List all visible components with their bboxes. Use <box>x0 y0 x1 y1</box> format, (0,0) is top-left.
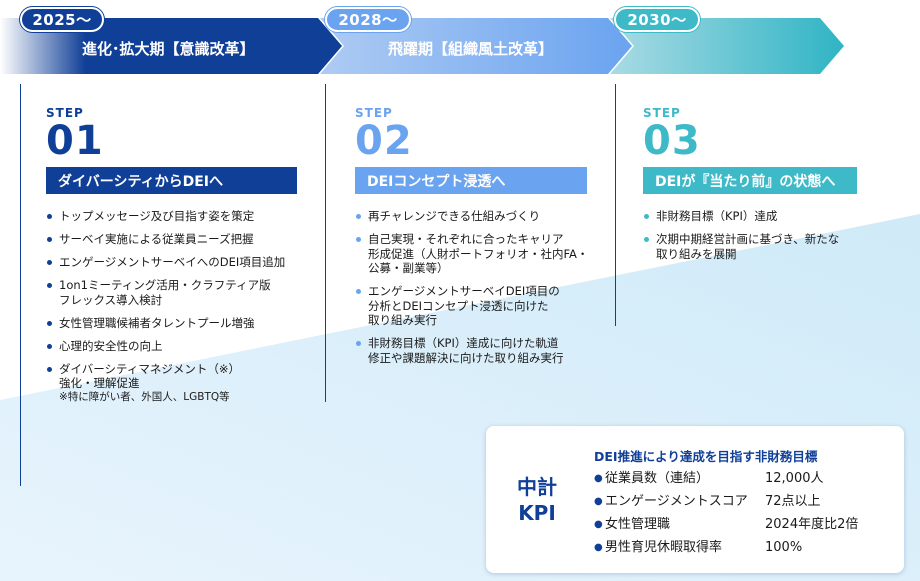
year-badge-2030: 2030～ <box>614 7 700 32</box>
kpi-card: 中計 KPI DEI推進により達成を目指す非財務目標 ● 従業員数（連結） 12… <box>486 426 904 573</box>
step-2-headline: DEIコンセプト浸透へ <box>355 167 587 194</box>
bullet-dot-icon <box>47 237 52 242</box>
bullet-text: 心理的安全性の向上 <box>59 338 163 353</box>
list-item: 再チャレンジできる仕組みづくり <box>356 209 606 224</box>
step-1-headline: ダイバーシティからDEIへ <box>46 167 297 194</box>
kpi-row: ● 男性育児休暇取得率 100% <box>594 536 894 559</box>
bullet-dot-icon <box>644 214 649 219</box>
bullet-text: エンゲージメントサーベイDEI項目の 分析とDEIコンセプト浸透に向けた 取り組… <box>368 284 560 327</box>
bullet-text: 女性管理職候補者タレントプール増強 <box>59 315 255 330</box>
kpi-value: 12,000人 <box>765 471 824 486</box>
bullet-dot-icon <box>356 341 361 346</box>
list-item: 自己実現・それぞれに合ったキャリア 形成促進（人財ポートフォリオ・社内FA・ 公… <box>356 232 606 276</box>
step-number: 03 <box>643 118 701 164</box>
phase-label-1: 進化･拡大期【意識改革】 <box>82 39 255 58</box>
kpi-key: 女性管理職 <box>605 517 671 532</box>
list-item: ダイバーシティマネジメント（※） 強化・理解促進※特に障がい者、外国人、LGBT… <box>47 362 317 404</box>
column-divider-1 <box>20 84 21 486</box>
bullet-dot-icon: ● <box>594 496 603 507</box>
list-item: 心理的安全性の向上 <box>47 339 317 354</box>
list-item: エンゲージメントサーベイDEI項目の 分析とDEIコンセプト浸透に向けた 取り組… <box>356 284 606 328</box>
bullet-dot-icon <box>47 283 52 288</box>
step-number: 01 <box>46 118 104 164</box>
bullet-dot-icon <box>644 237 649 242</box>
bullet-text: 1on1ミーティング活用・クラフティア版 フレックス導入検討 <box>59 278 271 307</box>
bullet-text: トップメッセージ及び目指す姿を策定 <box>59 209 255 223</box>
kpi-heading: DEI推進により達成を目指す非財務目標 <box>594 449 818 464</box>
bullet-dot-icon: ● <box>594 473 603 484</box>
list-item: トップメッセージ及び目指す姿を策定 <box>47 209 317 224</box>
bullet-text: 非財務目標（KPI）達成 <box>656 209 778 223</box>
kpi-row: ● エンゲージメントスコア 72点以上 <box>594 490 894 513</box>
list-item: 非財務目標（KPI）達成に向けた軌道 修正や課題解決に向けた取り組み実行 <box>356 336 606 365</box>
step-1-bullet-list: トップメッセージ及び目指す姿を策定サーベイ実施による従業員ニーズ把握エンゲージメ… <box>47 209 317 412</box>
step-label: STEP <box>46 106 84 120</box>
kpi-title-line-1: 中計 <box>517 475 557 499</box>
step-3-marker: STEP 03 <box>643 106 701 161</box>
list-item: サーベイ実施による従業員ニーズ把握 <box>47 232 317 247</box>
bullet-text: 非財務目標（KPI）達成に向けた軌道 修正や課題解決に向けた取り組み実行 <box>368 336 564 365</box>
bullet-dot-icon <box>47 343 52 349</box>
step-3-headline: DEIが『当たり前』の状態へ <box>643 167 857 194</box>
column-divider-2 <box>325 84 326 402</box>
timeline-arrow-band <box>0 18 844 74</box>
year-badge-2028: 2028～ <box>325 7 411 32</box>
step-1-marker: STEP 01 <box>46 106 104 161</box>
kpi-rows: ● 従業員数（連結） 12,000人 ● エンゲージメントスコア 72点以上 ●… <box>594 467 894 559</box>
list-item: 女性管理職候補者タレントプール増強 <box>47 316 317 331</box>
bullet-dot-icon <box>356 214 361 219</box>
phase-arrow-1 <box>0 18 342 74</box>
bullet-dot-icon: ● <box>594 519 603 530</box>
kpi-key: エンゲージメントスコア <box>605 494 748 509</box>
kpi-value: 2024年度比2倍 <box>765 517 859 532</box>
bullet-text: サーベイ実施による従業員ニーズ把握 <box>59 232 254 246</box>
kpi-title-line-2: KPI <box>518 501 556 525</box>
bullet-dot-icon <box>47 214 52 219</box>
bullet-text: エンゲージメントサーベイへのDEI項目追加 <box>59 255 286 269</box>
phase-arrow-2 <box>320 18 632 74</box>
step-label: STEP <box>643 106 681 120</box>
bullet-dot-icon <box>47 320 52 326</box>
step-2-marker: STEP 02 <box>355 106 413 161</box>
bullet-text: 自己実現・それぞれに合ったキャリア 形成促進（人財ポートフォリオ・社内FA・ 公… <box>368 232 589 275</box>
step-label: STEP <box>355 106 393 120</box>
bullet-dot-icon: ● <box>594 542 603 553</box>
phase-label-2: 飛躍期【組織風土改革】 <box>388 39 554 58</box>
kpi-row: ● 従業員数（連結） 12,000人 <box>594 467 894 490</box>
kpi-value: 100% <box>765 540 803 555</box>
kpi-key: 男性育児休暇取得率 <box>605 540 723 555</box>
bullet-footnote: ※特に障がい者、外国人、LGBTQ等 <box>59 390 230 403</box>
list-item: 1on1ミーティング活用・クラフティア版 フレックス導入検討 <box>47 278 317 307</box>
bullet-text: 次期中期経営計画に基づき、新たな 取り組みを展開 <box>656 232 840 261</box>
bullet-text: ダイバーシティマネジメント（※） 強化・理解促進 <box>59 361 240 391</box>
step-3-bullet-list: 非財務目標（KPI）達成次期中期経営計画に基づき、新たな 取り組みを展開 <box>644 209 894 270</box>
year-badge-2025: 2025～ <box>20 7 104 32</box>
bullet-text: 再チャレンジできる仕組みづくり <box>368 209 541 223</box>
bullet-dot-icon <box>356 289 361 294</box>
kpi-row: ● 女性管理職 2024年度比2倍 <box>594 513 894 536</box>
step-number: 02 <box>355 118 413 164</box>
kpi-card-title: 中計 KPI <box>500 474 574 526</box>
bullet-dot-icon <box>47 366 52 372</box>
list-item: 次期中期経営計画に基づき、新たな 取り組みを展開 <box>644 232 894 261</box>
phase-arrow-3 <box>610 18 844 74</box>
list-item: エンゲージメントサーベイへのDEI項目追加 <box>47 255 317 270</box>
kpi-key: 従業員数（連結） <box>605 471 710 486</box>
step-2-bullet-list: 再チャレンジできる仕組みづくり自己実現・それぞれに合ったキャリア 形成促進（人財… <box>356 209 606 374</box>
bullet-dot-icon <box>47 260 52 265</box>
column-divider-3 <box>615 84 616 326</box>
bullet-dot-icon <box>356 237 361 242</box>
kpi-value: 72点以上 <box>765 494 821 509</box>
list-item: 非財務目標（KPI）達成 <box>644 209 894 224</box>
